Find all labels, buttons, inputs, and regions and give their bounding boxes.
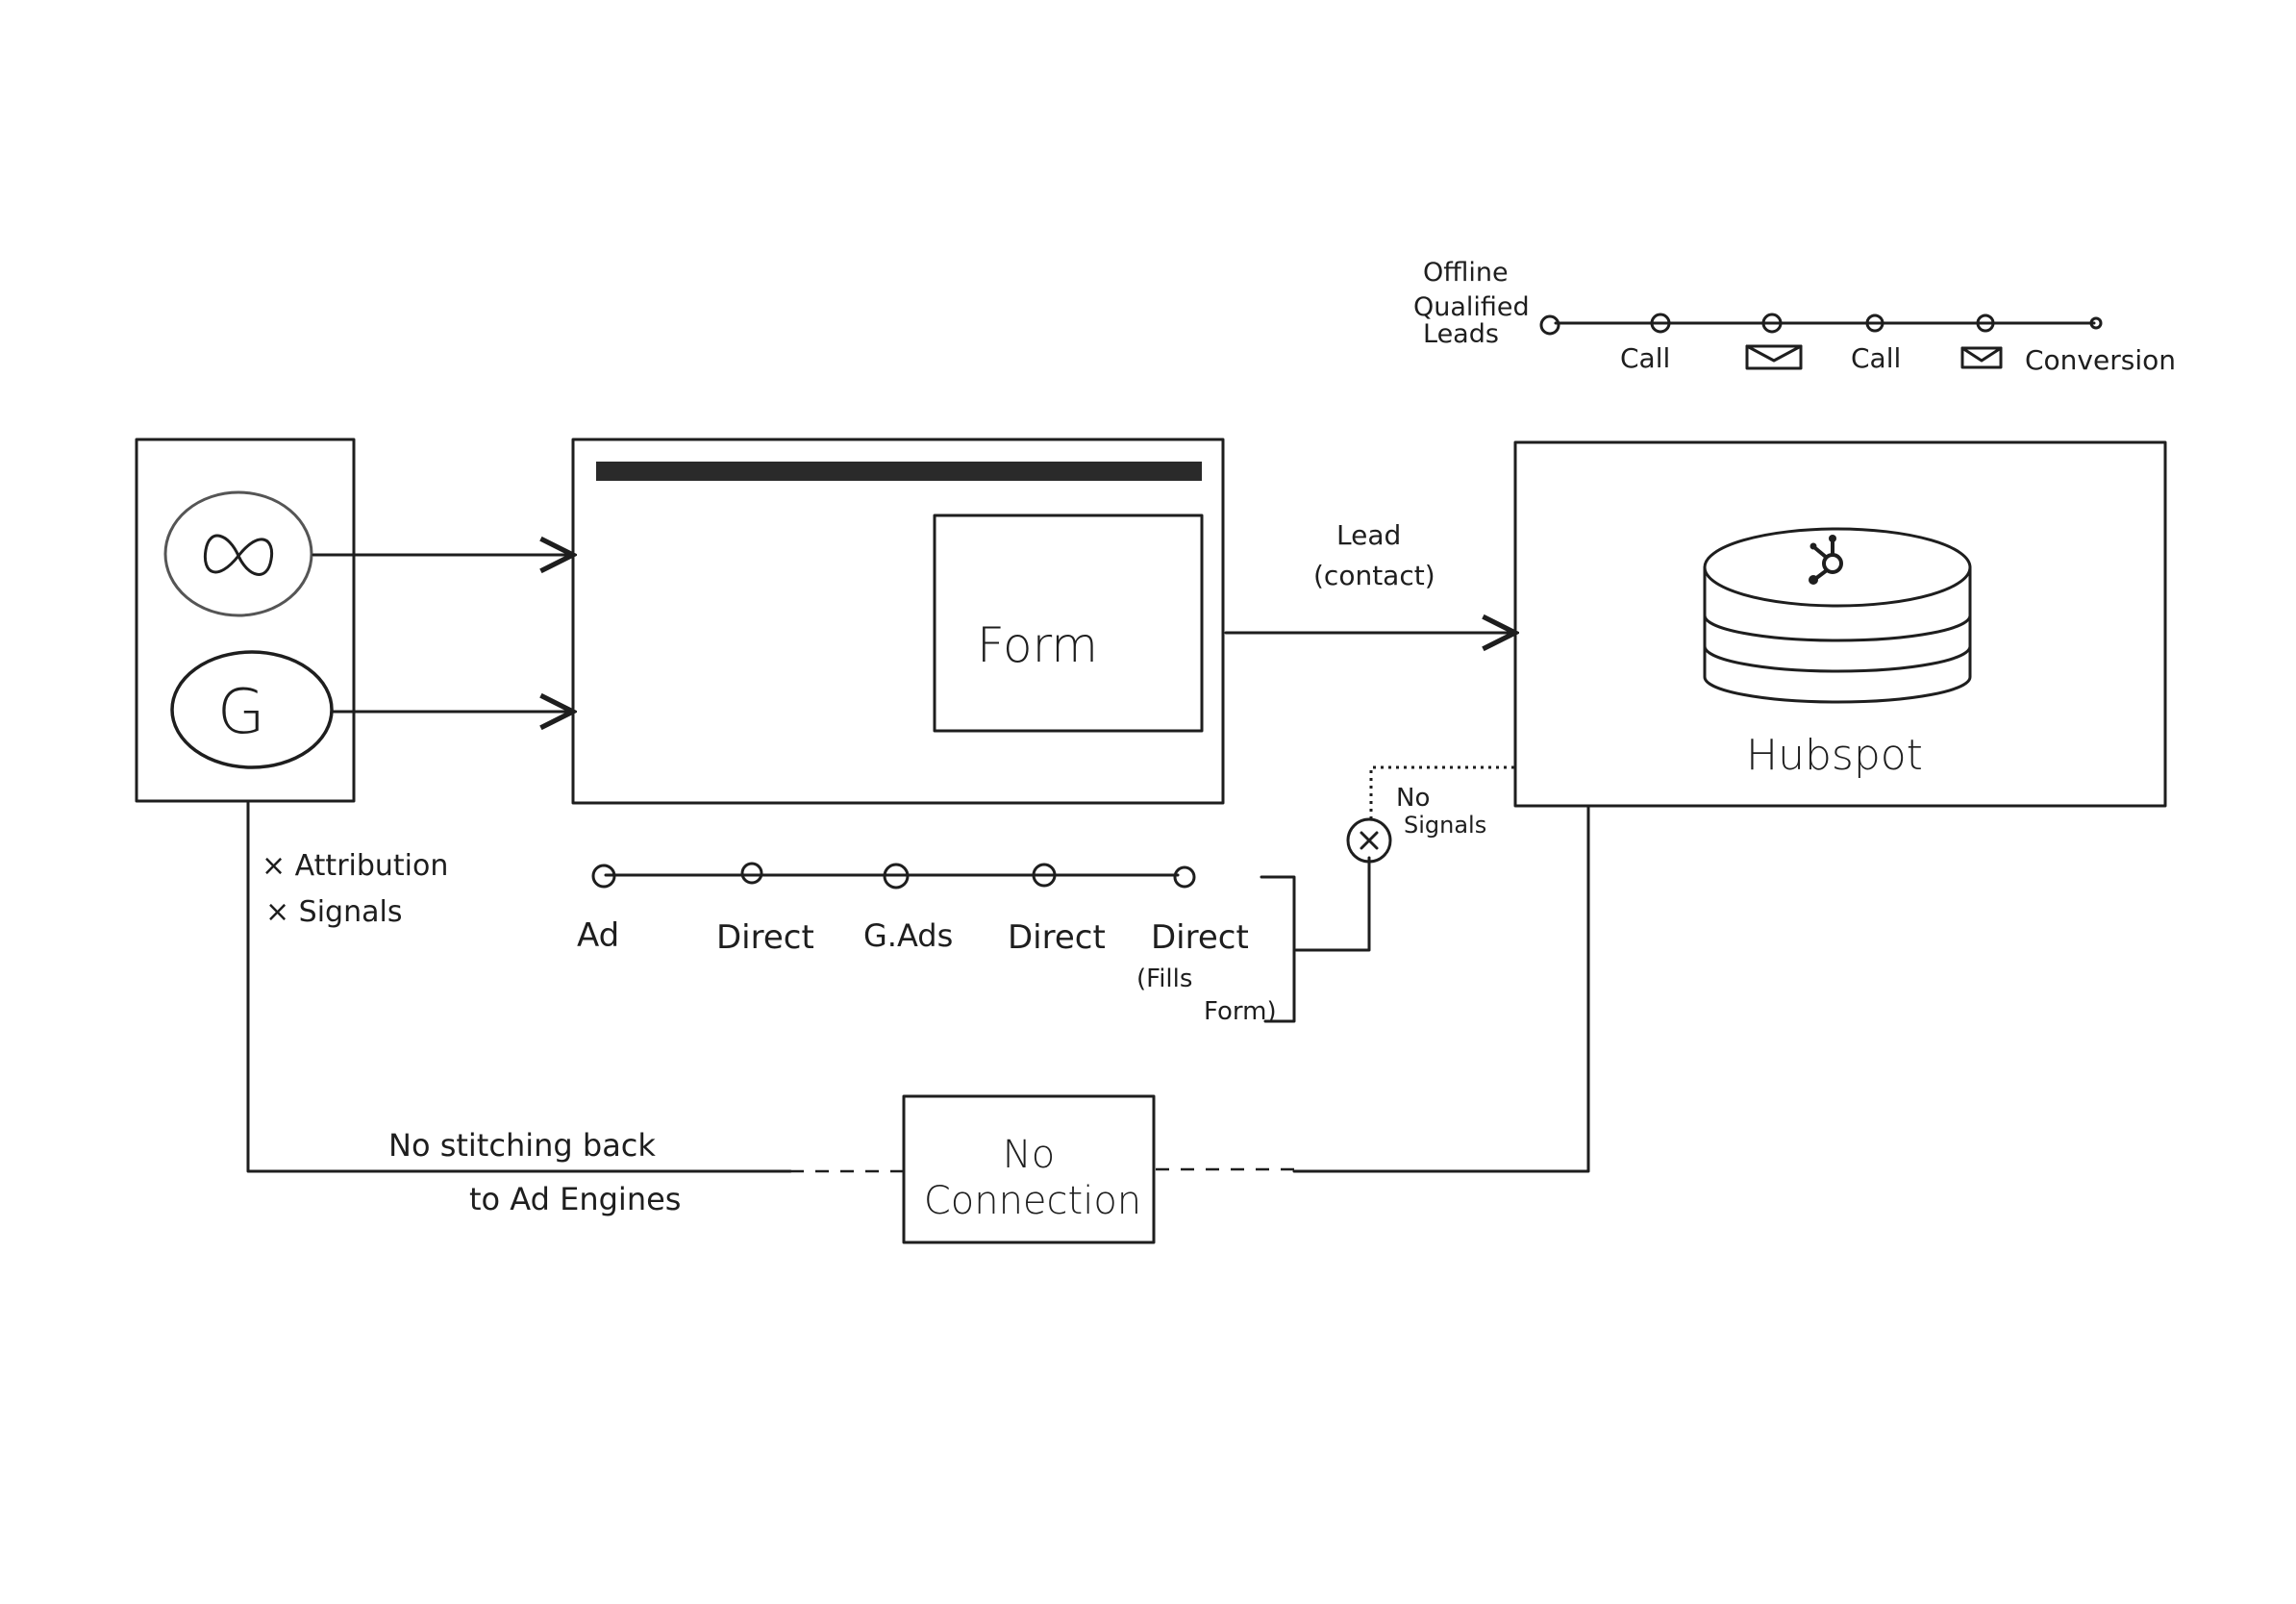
no-signals-dotted-line xyxy=(1369,765,1515,819)
offline-start-node xyxy=(1539,314,1560,336)
lead-label-line-2: (contact) xyxy=(1313,560,1435,591)
no-connection-label-line-2: Connection xyxy=(924,1179,1141,1223)
journey-node-2 xyxy=(740,862,763,885)
journey-node-1 xyxy=(591,864,616,889)
journey-step-gads: G.Ads xyxy=(863,917,953,954)
meta-circle xyxy=(163,490,313,617)
journey-step-direct-2: Direct xyxy=(1008,918,1106,957)
journey-note-line-1: (Fills xyxy=(1136,965,1192,993)
database-icon xyxy=(1703,527,1972,704)
attribution-note: × Attribution xyxy=(262,849,448,883)
offline-node-4 xyxy=(1976,313,1995,333)
blocked-x-circle xyxy=(1346,817,1392,864)
browser-bar xyxy=(596,462,1202,481)
journey-node-4 xyxy=(1032,863,1057,888)
offline-node-1 xyxy=(1650,313,1671,334)
ad-engines-return-line xyxy=(246,801,792,1173)
journey-step-direct-1: Direct xyxy=(716,918,814,957)
hubspot-label: Hubspot xyxy=(1746,731,1923,780)
blocked-x-icon xyxy=(1360,831,1379,850)
hubspot-sprocket-icon xyxy=(1809,535,1843,585)
offline-node-3 xyxy=(1865,313,1884,333)
journey-timeline: Ad Direct G.Ads Direct Direct (Fills For… xyxy=(577,862,1277,1026)
website-frame xyxy=(571,438,1225,805)
hubspot-frame xyxy=(1513,440,2167,808)
hubspot-box: Hubspot xyxy=(1513,440,2167,808)
no-connection-label-line-1: No xyxy=(1003,1133,1055,1177)
lead-label-line-1: Lead xyxy=(1336,519,1401,551)
no-connection-frame xyxy=(902,1094,1156,1244)
hubspot-return-line xyxy=(1292,806,1590,1173)
envelope-icon xyxy=(1960,346,2003,369)
offline-step-conversion: Conversion xyxy=(2025,344,2176,376)
meta-infinity-icon xyxy=(203,534,274,576)
offline-label-line-1: Offline xyxy=(1423,258,1509,288)
google-circle xyxy=(170,650,334,769)
ad-engines-box: G xyxy=(135,438,356,803)
journey-node-5 xyxy=(1173,865,1196,889)
offline-timeline: Offline Qualified Leads Call Call Conver… xyxy=(1413,258,2176,376)
offline-label-line-3: Leads xyxy=(1423,319,1499,349)
no-signals-label-line-2: Signals xyxy=(1404,812,1486,839)
journey-step-ad: Ad xyxy=(577,916,619,955)
no-signals-connector xyxy=(1294,856,1371,952)
no-stitching-label-line-2: to Ad Engines xyxy=(469,1181,681,1217)
no-stitching-label-line-1: No stitching back xyxy=(388,1127,656,1164)
ad-engines-frame xyxy=(135,438,356,803)
envelope-icon xyxy=(1745,344,1803,370)
form-label: Form xyxy=(977,617,1098,673)
journey-bracket xyxy=(1260,875,1296,1023)
website-box: Form xyxy=(571,438,1225,805)
offline-node-5 xyxy=(2089,316,2103,330)
no-signals-label-line-1: No xyxy=(1396,784,1430,813)
offline-node-2 xyxy=(1761,313,1783,334)
offline-label-line-2: Qualified xyxy=(1413,292,1530,322)
offline-step-call-2: Call xyxy=(1851,342,1901,374)
google-g-letter: G xyxy=(217,677,265,748)
signals-note: × Signals xyxy=(265,895,402,929)
journey-step-direct-3: Direct xyxy=(1151,918,1249,957)
journey-node-3 xyxy=(883,863,910,890)
form-box xyxy=(933,514,1204,733)
no-connection-box: No Connection xyxy=(902,1094,1156,1244)
offline-step-call-1: Call xyxy=(1620,342,1670,374)
